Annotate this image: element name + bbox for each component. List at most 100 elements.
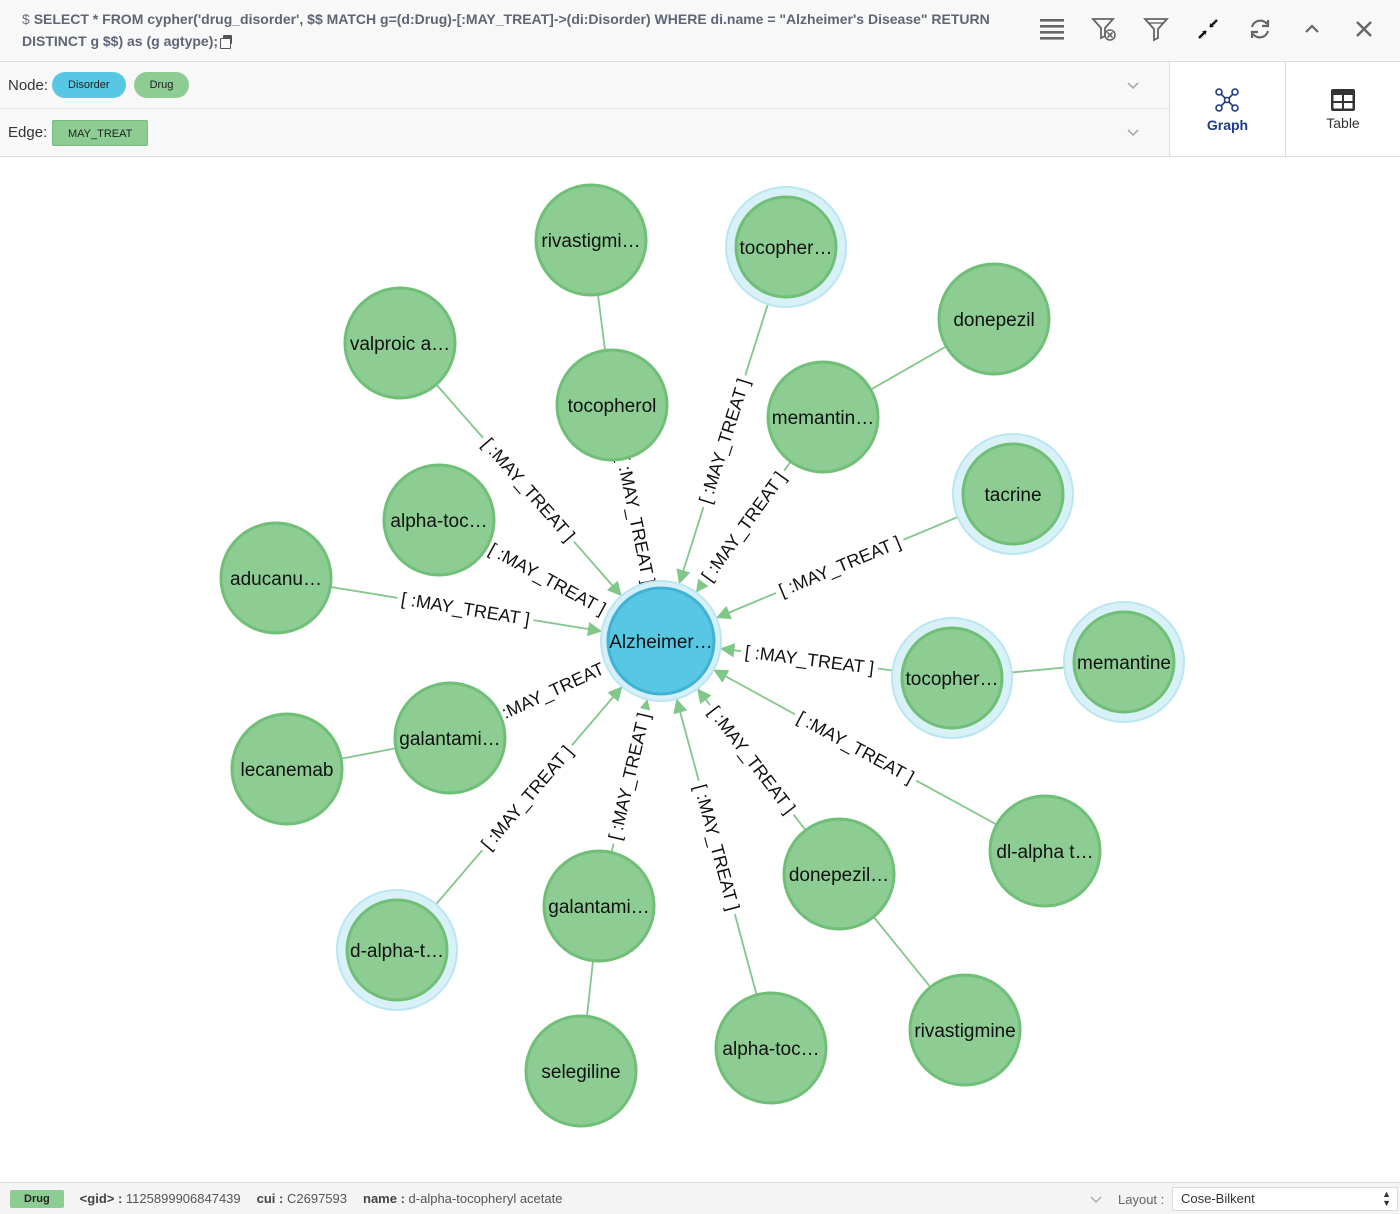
query-text: $ SELECT * FROM cypher('drug_disorder', … [22, 8, 1012, 52]
drug-node[interactable]: alpha-toc… [714, 991, 828, 1105]
drug-node-label: alpha-toc… [390, 511, 487, 532]
copy-icon[interactable] [220, 35, 233, 49]
drug-node-circle[interactable] [766, 360, 880, 474]
drug-node[interactable]: rivastigmi… [534, 183, 648, 297]
view-tabs: Graph Table [1169, 62, 1400, 157]
edge-may-treat[interactable]: [ :MAY_TREAT ] [602, 698, 656, 853]
drug-node[interactable]: donepezil… [782, 817, 896, 931]
drug-node[interactable]: memantin… [766, 360, 880, 474]
minimize-button[interactable] [1286, 10, 1338, 48]
drug-node-circle[interactable] [343, 286, 457, 400]
edge-may-treat[interactable]: [ :MAY_TREAT ] [611, 450, 661, 590]
chevron-down-icon[interactable] [1090, 1193, 1102, 1205]
drug-node[interactable]: lecanemab [230, 712, 344, 826]
edge-may-treat[interactable]: [ :MAY_TREAT ] [485, 651, 621, 730]
edge-may-treat[interactable] [586, 960, 594, 1017]
drug-node[interactable]: galantami… [542, 849, 656, 963]
drug-node[interactable]: dl-alpha t… [988, 794, 1102, 908]
drug-node-label: dl-alpha t… [996, 842, 1093, 863]
edge-may-treat[interactable] [1006, 666, 1070, 674]
drug-node-label: rivastigmi… [541, 231, 640, 252]
edge-line[interactable] [872, 916, 932, 988]
edge-may-treat[interactable] [872, 916, 932, 988]
tab-graph[interactable]: Graph [1170, 62, 1285, 157]
menu-button[interactable] [1026, 10, 1078, 48]
edge-label-group: [ :MAY_TREAT ] [693, 372, 756, 511]
drug-node[interactable]: valproic a… [343, 286, 457, 400]
drug-node-circle[interactable] [1072, 610, 1176, 714]
disorder-node-circle[interactable] [606, 586, 716, 696]
drug-node[interactable]: donepezil [937, 262, 1051, 376]
layout-value: Cose-Bilkent [1181, 1191, 1255, 1206]
drug-node-circle[interactable] [988, 794, 1102, 908]
drug-node-circle[interactable] [219, 521, 333, 635]
drug-node[interactable]: d-alpha-t… [336, 889, 458, 1011]
drug-node-circle[interactable] [393, 681, 507, 795]
drug-node-circle[interactable] [382, 463, 496, 577]
drug-node-label: rivastigmine [914, 1021, 1015, 1042]
drug-node-circle[interactable] [961, 442, 1065, 546]
edge-line[interactable] [586, 960, 594, 1017]
clear-filter-button[interactable] [1078, 10, 1130, 48]
edge-label: [ :MAY_TREAT ] [776, 532, 904, 601]
query-statement: SELECT * FROM cypher('drug_disorder', $$… [22, 11, 990, 49]
gid-property: <gid> : 1125899906847439 [80, 1191, 241, 1206]
refresh-button[interactable] [1234, 10, 1286, 48]
edge-may-treat[interactable] [597, 294, 606, 351]
edge-label-background [481, 536, 614, 622]
drug-node-circle[interactable] [230, 712, 344, 826]
collapse-button[interactable] [1182, 10, 1234, 48]
drug-node[interactable]: tocopher… [891, 617, 1013, 739]
edge-may-treat[interactable] [870, 345, 947, 391]
drug-node[interactable]: aducanu… [219, 521, 333, 635]
drug-node-label: donepezil… [789, 865, 889, 886]
drug-node-label: alpha-toc… [722, 1039, 819, 1060]
drug-node[interactable]: tacrine [952, 433, 1074, 555]
drug-node[interactable]: alpha-toc… [382, 463, 496, 577]
edge-label-group: [ :MAY_TREAT ] [611, 450, 661, 590]
drug-node[interactable]: tocopher… [725, 186, 847, 308]
edge-line[interactable] [340, 747, 397, 760]
drug-node[interactable]: selegiline [524, 1014, 638, 1128]
legend-panel: Node: Disorder Drug Edge: MAY_TREAT [0, 62, 1170, 157]
edge-line[interactable] [1006, 666, 1070, 674]
close-button[interactable] [1338, 10, 1390, 48]
drug-node-circle[interactable] [555, 348, 669, 462]
drug-node[interactable]: rivastigmine [908, 973, 1022, 1087]
node-type-disorder[interactable]: Disorder [52, 72, 126, 98]
edge-label-background [701, 698, 803, 822]
disorder-node[interactable]: Alzheimer… [600, 580, 722, 702]
drug-node-circle[interactable] [782, 817, 896, 931]
chevron-down-icon[interactable] [1126, 78, 1140, 92]
drug-node[interactable]: memantine [1063, 601, 1185, 723]
drug-node[interactable]: galantami… [393, 681, 507, 795]
edge-line[interactable] [870, 345, 947, 391]
drug-node-circle[interactable] [714, 991, 828, 1105]
drug-node-circle[interactable] [900, 626, 1004, 730]
drug-node-circle[interactable] [345, 898, 449, 1002]
drug-node-circle[interactable] [534, 183, 648, 297]
tab-table[interactable]: Table [1284, 62, 1400, 157]
drug-node-circle[interactable] [734, 195, 838, 299]
drug-node-circle[interactable] [937, 262, 1051, 376]
drug-node-circle[interactable] [542, 849, 656, 963]
drug-node[interactable]: tocopherol [555, 348, 669, 462]
edge-may-treat[interactable] [340, 747, 397, 760]
filter-button[interactable] [1130, 10, 1182, 48]
layout-select[interactable]: Cose-Bilkent ▲▼ [1172, 1187, 1398, 1211]
graph-canvas[interactable]: [ :MAY_TREAT ][ :MAY_TREAT ][ :MAY_TREAT… [0, 158, 1400, 1182]
drug-node-label: selegiline [541, 1062, 620, 1083]
edge-label-group: [ :MAY_TREAT ] [701, 698, 803, 822]
edge-type-may-treat[interactable]: MAY_TREAT [52, 119, 149, 146]
edge-may-treat[interactable]: [ :MAY_TREAT ] [720, 640, 898, 680]
edge-label-background [739, 640, 880, 680]
node-type-drug[interactable]: Drug [133, 72, 190, 98]
drug-node-circle[interactable] [524, 1014, 638, 1128]
selected-node-type-badge[interactable]: Drug [10, 1189, 64, 1208]
chevron-down-icon[interactable] [1126, 125, 1140, 139]
drug-node-label: tacrine [984, 485, 1041, 506]
edge-line[interactable] [597, 294, 606, 351]
drug-node-circle[interactable] [908, 973, 1022, 1087]
drug-node-label: lecanemab [241, 760, 334, 781]
